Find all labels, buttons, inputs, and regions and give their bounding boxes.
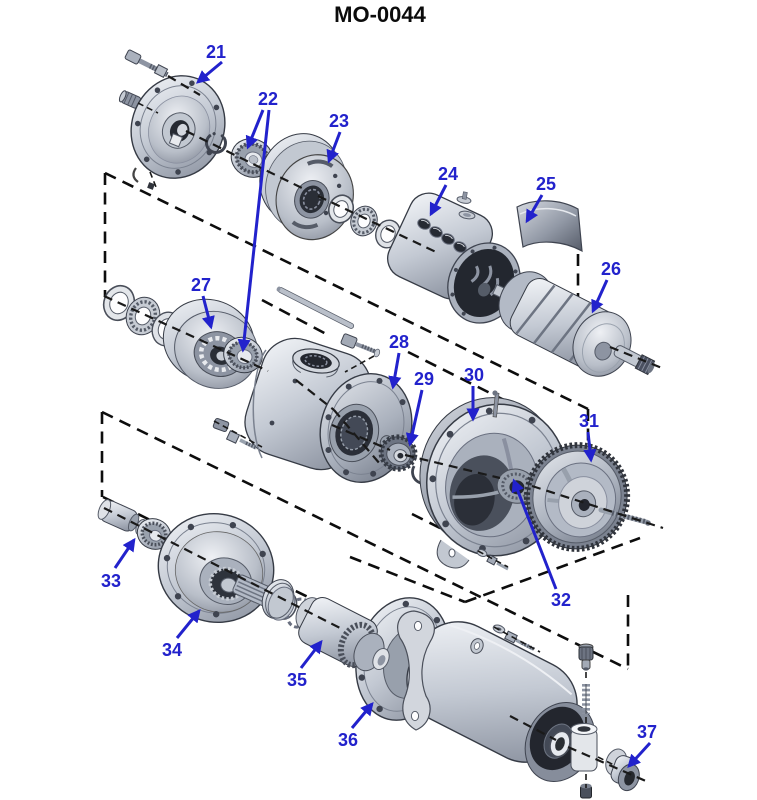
retainer-wire-21 [132,167,155,190]
valve-fitting [578,643,594,671]
part-24-stator-housing [387,192,521,324]
housing-ear-36 [470,638,484,654]
callout-arrow-24 [429,184,448,217]
callout-arrow-22 [245,109,265,150]
dowel-rod [276,286,355,329]
part-29-drive-gear [378,434,418,472]
callout-label-21: 21 [206,42,226,62]
callout-arrow-35 [299,639,323,669]
alignment-pin-30 [492,390,500,418]
callout-arrow-37 [627,741,652,768]
callout-label-27: 27 [191,275,211,295]
callout-arrow-21 [195,60,223,84]
callout-label-25: 25 [536,174,556,194]
callout-label-29: 29 [414,369,434,389]
callout-arrow-36 [350,701,374,729]
callout-label-34: 34 [162,640,182,660]
callout-arrow-31 [583,431,597,463]
housing-top-port [292,348,340,378]
callout-label-33: 33 [101,571,121,591]
callout-label-31: 31 [579,411,599,431]
callout-label-36: 36 [338,730,358,750]
part-35-clutch-drum [261,579,390,672]
callout-arrow-22 [237,109,271,353]
callout-arrow-32 [511,478,558,590]
callout-arrow-28 [388,352,402,390]
part-26-rotor [498,271,656,377]
diagram-title: MO-0044 [334,2,426,27]
callout-label-28: 28 [389,332,409,352]
part-21-end-cap [130,75,226,179]
part-22-bearing-lower [223,336,263,374]
callout-label-32: 32 [551,590,571,610]
housing-bracket-36 [397,610,435,731]
stator-ports [417,218,467,253]
callout-label-24: 24 [438,164,458,184]
callout-label-35: 35 [287,670,307,690]
callout-arrow-27 [201,295,215,330]
callout-label-26: 26 [601,259,621,279]
callout-label-30: 30 [464,365,484,385]
callout-arrow-25 [525,194,544,224]
callout-label-23: 23 [329,111,349,131]
callout-arrow-23 [326,131,342,164]
callout-arrow-33 [113,537,136,569]
callout-arrow-29 [405,389,424,447]
callout-arrow-26 [591,279,609,314]
valve-bore-boss-36 [570,723,598,772]
snap-ring-21 [205,132,227,154]
cap-screw-28-top [340,333,381,358]
part-34-hub-flange [157,512,275,624]
part-23-intermediate-housing [259,133,354,241]
callout-label-22: 22 [258,89,278,109]
part-22-bearing-upper [230,138,274,178]
part-25-shim-band [516,200,583,253]
callout-label-37: 37 [637,722,657,742]
part-31-ring-gear [523,442,651,552]
set-screw-21 [118,90,142,109]
screws-24 [456,191,476,220]
part-36-output-housing [397,610,598,782]
exploded-axis-centerlines [103,75,664,788]
bolt-21 [124,49,170,78]
foot-hole-30 [448,548,456,558]
callout-arrow-34 [175,608,201,639]
